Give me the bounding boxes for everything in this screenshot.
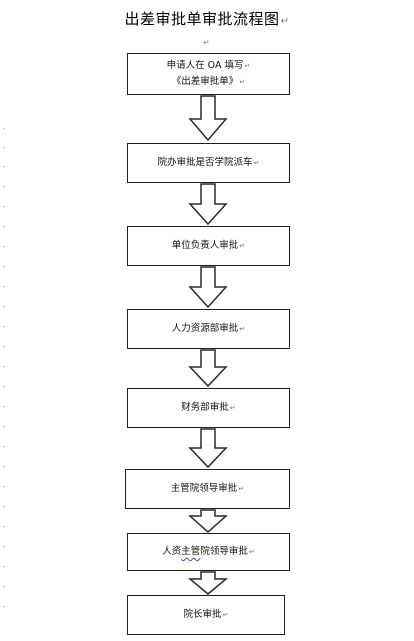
step-2-mark: ↵ xyxy=(253,159,260,167)
step-3-mark: ↵ xyxy=(239,242,246,250)
down-arrow-7 xyxy=(187,571,229,595)
down-arrow-4 xyxy=(188,349,228,388)
step-7-box: 人资主管院领导审批↵ xyxy=(127,533,290,571)
title-paragraph-mark: ↵ xyxy=(280,16,290,27)
step-1-line1: 申请人在 OA 填写 xyxy=(166,60,244,71)
title-text: 出差审批单审批流程图 xyxy=(124,10,280,28)
diagram-title: 出差审批单审批流程图↵ xyxy=(0,8,414,29)
step-5-mark: ↵ xyxy=(229,404,236,412)
step-4-mark: ↵ xyxy=(239,325,246,333)
step-1-line2-mark: ↵ xyxy=(239,78,246,86)
down-arrow-2 xyxy=(188,183,228,226)
step-3-label: 单位负责人审批 xyxy=(171,240,239,251)
step-7-suffix: 院领导审批 xyxy=(200,546,248,557)
step-8-label: 院长审批 xyxy=(183,609,222,620)
down-arrow-5 xyxy=(188,428,228,469)
step-6-box: 主管院领导审批↵ xyxy=(125,469,290,509)
step-3-box: 单位负责人审批↵ xyxy=(127,226,290,266)
down-arrow-6 xyxy=(188,509,228,534)
step-7-mark: ↵ xyxy=(248,548,255,556)
step-6-mark: ↵ xyxy=(238,485,245,493)
step-8-mark: ↵ xyxy=(222,611,229,619)
down-arrow-3 xyxy=(188,266,228,309)
empty-line-paragraph-mark: ↵ xyxy=(203,38,210,47)
step-2-box: 院办审批是否学院派车↵ xyxy=(127,143,290,183)
step-2-label: 院办审批是否学院派车 xyxy=(157,157,253,168)
step-4-box: 人力资源部审批↵ xyxy=(127,309,290,349)
step-4-label: 人力资源部审批 xyxy=(171,323,239,334)
down-arrow-1 xyxy=(188,95,228,142)
step-5-label: 财务部审批 xyxy=(181,402,229,413)
step-7-spellcheck-word: 主管 xyxy=(181,546,201,557)
step-6-label: 主管院领导审批 xyxy=(170,483,238,494)
step-5-box: 财务部审批↵ xyxy=(127,388,290,428)
left-margin-marks: ᐩ ᐩ ᐩ ᐩ ᐩ ᐩ ᐩ ᐩ ᐩ ᐩ ᐩ ᐩ ᐩ ᐩ ᐩ ᐩ ᐩ ᐩ ᐩ ᐩ … xyxy=(3,127,6,612)
step-1-line1-mark: ↵ xyxy=(244,62,251,70)
step-7-prefix: 人资 xyxy=(162,546,182,557)
step-8-box: 院长审批↵ xyxy=(127,595,285,635)
step-1-line2: 《出差审批单》 xyxy=(171,76,239,87)
step-1-box: 申请人在 OA 填写↵ 《出差审批单》↵ xyxy=(127,53,290,95)
